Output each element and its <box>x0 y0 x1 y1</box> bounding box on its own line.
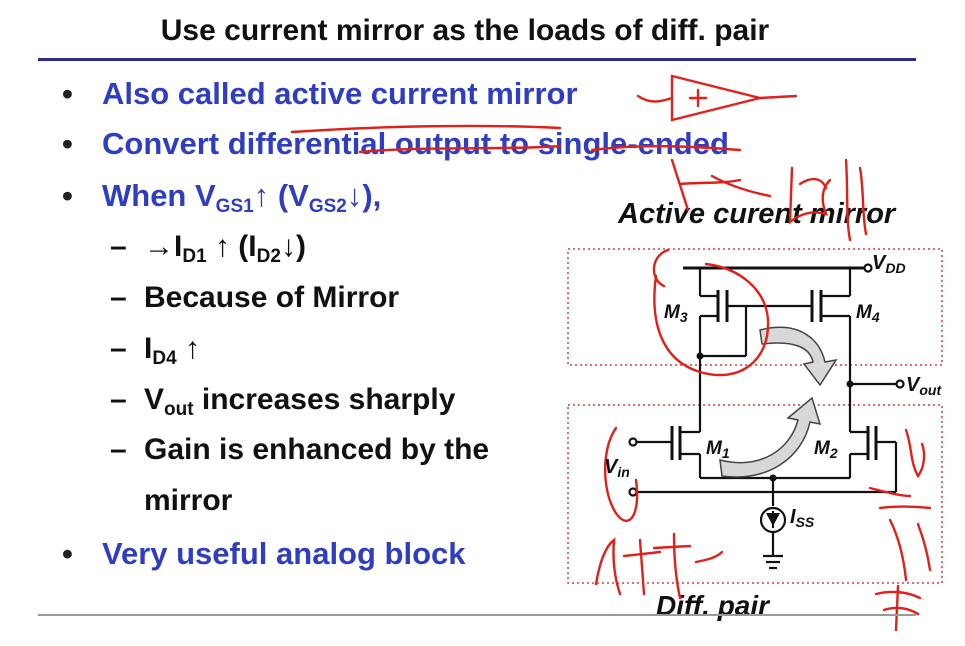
dash: – <box>110 230 127 263</box>
sub-text: mirror <box>144 484 233 517</box>
sub-item-6: mirror <box>144 484 232 518</box>
m4-label: M4 <box>856 302 880 325</box>
bullet-2-text: Convert differential output to single-en… <box>102 126 729 161</box>
bullet-3-text: ↑ (V <box>253 178 309 213</box>
bullet-dot: • <box>62 178 73 213</box>
iss-label: ISS <box>790 506 815 530</box>
bullet-3-text: When V <box>102 178 216 213</box>
bullet-3-text: ↓), <box>346 178 382 213</box>
m3-label: M3 <box>664 302 688 325</box>
bullet-dot: • <box>62 536 73 571</box>
bullet-1: • Also called active current mirror <box>62 76 578 112</box>
subscript: D2 <box>256 246 281 267</box>
sub-text: Gain is enhanced by the <box>144 433 490 466</box>
sub-text: increases sharply <box>193 383 456 416</box>
dash: – <box>110 433 127 466</box>
subscript: D4 <box>152 348 177 369</box>
sub-text: V <box>144 383 165 416</box>
sub-text: I <box>144 332 153 365</box>
dash: – <box>110 383 127 416</box>
vdd-label: VDD <box>872 252 906 276</box>
handwritten-annotations <box>290 74 932 632</box>
subscript: out <box>164 399 194 420</box>
sub-item-1: –→ID1 ↑ (ID2↓) <box>110 230 306 268</box>
m2-label: M2 <box>814 438 838 461</box>
current-arrow <box>759 326 838 387</box>
vin-label: Vin <box>604 456 630 480</box>
subscript: D1 <box>182 246 207 267</box>
current-arrow <box>719 396 822 478</box>
sub-text: Because of Mirror <box>144 281 400 314</box>
diff-pair-box <box>567 404 943 584</box>
bullet-4: • Very useful analog block <box>62 536 466 572</box>
bullet-4-text: Very useful analog block <box>102 536 466 571</box>
sub-item-2: –Because of Mirror <box>110 281 399 315</box>
title-rule <box>38 58 916 61</box>
bullet-dot: • <box>62 76 73 111</box>
bullet-1-text: Also called active current mirror <box>102 76 578 111</box>
bullet-dot: • <box>62 126 73 161</box>
dash: – <box>110 332 127 365</box>
m1-label: M1 <box>706 438 730 461</box>
vout-label: Vout <box>906 374 942 398</box>
bottom-rule <box>38 614 916 616</box>
sub-text: ↓) <box>280 230 306 263</box>
mirror-box <box>567 248 943 366</box>
sub-item-3: –ID4 ↑ <box>110 332 200 370</box>
sub-item-5: –Gain is enhanced by the <box>110 433 489 467</box>
bullet-2: • Convert differential output to single-e… <box>62 126 729 162</box>
subscript: GS1 <box>215 196 254 217</box>
slide-title: Use current mirror as the loads of diff.… <box>160 14 770 47</box>
sub-text: ↑ (I <box>206 230 257 263</box>
sub-text: ↑ <box>176 332 200 365</box>
bullet-3: • When VGS1↑ (VGS2↓), <box>62 178 381 218</box>
subscript: GS2 <box>308 196 347 217</box>
sub-item-4: –Vout increases sharply <box>110 383 455 421</box>
dash: – <box>110 281 127 314</box>
sub-text: →I <box>144 230 183 263</box>
